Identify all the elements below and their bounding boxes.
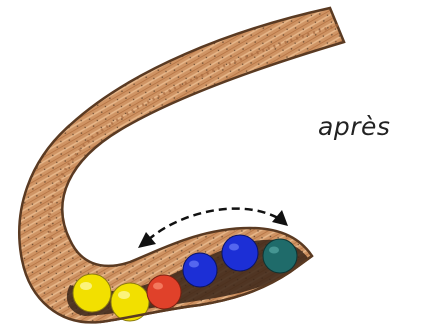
red-pellet [147, 275, 181, 309]
blue-pellet [183, 253, 217, 287]
teal-pellet [263, 239, 297, 273]
blue-pellet [222, 235, 258, 271]
yellow-pellet [73, 274, 111, 312]
caption-apres: après [318, 112, 390, 141]
